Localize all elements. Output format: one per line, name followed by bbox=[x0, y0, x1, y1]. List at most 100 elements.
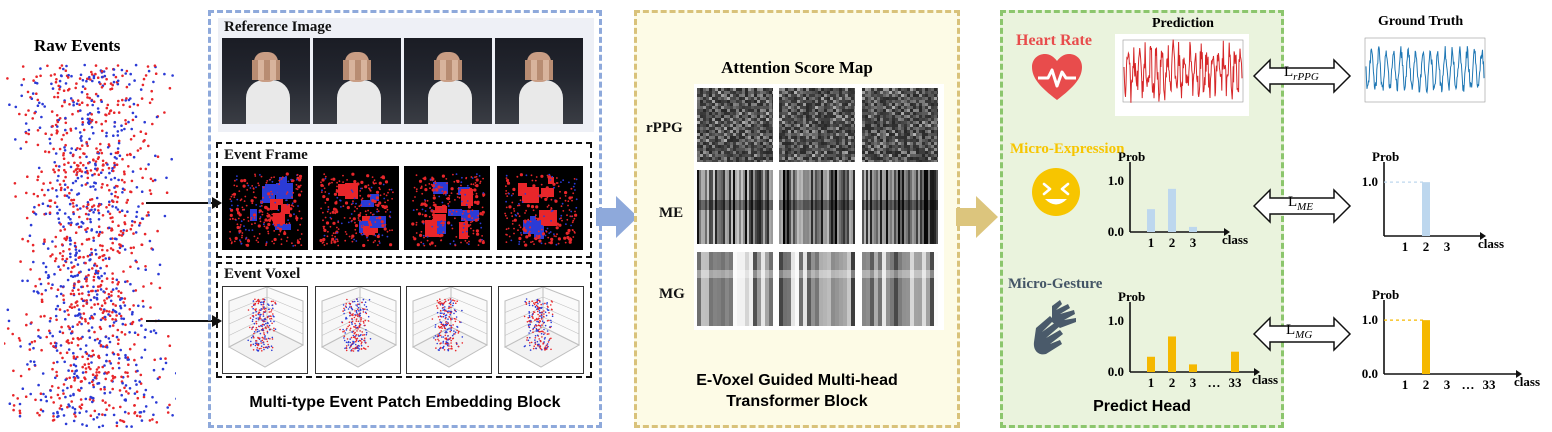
micro-gesture-label: Micro-Gesture bbox=[1008, 276, 1103, 292]
y-tick-label: 0.0 bbox=[1108, 224, 1124, 239]
y-axis-label: Prob bbox=[1372, 288, 1399, 302]
x-axis-arrowhead bbox=[1254, 368, 1260, 376]
raw-event-cloud bbox=[4, 63, 176, 429]
y-tick-label: 1.0 bbox=[1108, 313, 1124, 328]
me-loss-symbol: L bbox=[1288, 194, 1298, 210]
event-voxel-panel bbox=[216, 262, 592, 378]
event-voxel-label: Event Voxel bbox=[224, 266, 301, 282]
y-tick-label: 0.0 bbox=[1108, 364, 1124, 379]
event-voxel-4 bbox=[498, 286, 584, 374]
me-loss-arrow bbox=[1252, 188, 1352, 224]
attention-map-pattern bbox=[862, 252, 938, 326]
y-tick-label: 0.0 bbox=[1362, 366, 1378, 381]
attention-map-mg-1 bbox=[697, 252, 773, 326]
attention-map-title: Attention Score Map bbox=[721, 58, 873, 77]
bar bbox=[1422, 320, 1430, 374]
micro-expression-label: Micro-Expression bbox=[1010, 141, 1125, 157]
attention-map-pattern bbox=[697, 170, 773, 244]
x-axis-arrowhead bbox=[1480, 232, 1486, 240]
event-voxel-1 bbox=[222, 286, 308, 374]
x-tick-label: 2 bbox=[1423, 239, 1430, 254]
me-loss-label: LME bbox=[1288, 194, 1313, 213]
event-voxel-plot bbox=[411, 287, 489, 368]
mg-loss-subscript: MG bbox=[1295, 329, 1313, 341]
rppg-loss-label: LrPPG bbox=[1284, 64, 1319, 83]
x-tick-label: 33 bbox=[1229, 375, 1243, 390]
x-tick-label: 2 bbox=[1169, 375, 1176, 390]
ground-truth-label: Ground Truth bbox=[1378, 14, 1464, 29]
bar bbox=[1422, 182, 1430, 236]
heart-icon bbox=[1032, 54, 1082, 100]
event-voxel-plot bbox=[227, 287, 305, 368]
x-axis-label: class bbox=[1478, 236, 1504, 251]
ground-truth-waveform bbox=[1357, 32, 1491, 116]
x-tick-label: 3 bbox=[1190, 235, 1197, 250]
x-tick-label: … bbox=[1462, 377, 1475, 392]
reference-image-label: Reference Image bbox=[224, 19, 332, 35]
attention-map-mg-2 bbox=[779, 252, 855, 326]
attention-map-rppg-2 bbox=[779, 88, 855, 162]
row-label-mg: MG bbox=[659, 286, 685, 302]
y-tick-label: 1.0 bbox=[1362, 174, 1378, 189]
event-frame-points bbox=[411, 173, 486, 247]
attention-map-pattern bbox=[779, 88, 855, 162]
event-frame-label: Event Frame bbox=[224, 147, 308, 163]
event-frame-1 bbox=[222, 166, 308, 250]
attention-map-me-3 bbox=[862, 170, 938, 244]
event-frame-points bbox=[229, 172, 303, 247]
bar bbox=[1189, 364, 1197, 372]
reference-photo-1 bbox=[222, 38, 310, 124]
y-tick-label: 1.0 bbox=[1362, 312, 1378, 327]
event-voxel-2 bbox=[315, 286, 401, 374]
x-tick-label: 1 bbox=[1402, 377, 1409, 392]
x-tick-label: 33 bbox=[1483, 377, 1497, 392]
x-tick-label: 3 bbox=[1444, 239, 1451, 254]
attention-map-pattern bbox=[779, 252, 855, 326]
bar bbox=[1168, 336, 1176, 372]
heart-rate-label: Heart Rate bbox=[1016, 32, 1092, 49]
x-tick-label: 3 bbox=[1190, 375, 1197, 390]
y-tick-label: 1.0 bbox=[1108, 173, 1124, 188]
attention-map-me-2 bbox=[779, 170, 855, 244]
reference-photo-4 bbox=[495, 38, 583, 124]
attention-map-pattern bbox=[862, 170, 938, 244]
rppg-loss-subscript: rPPG bbox=[1293, 71, 1319, 83]
transformer-to-head-arrow bbox=[956, 196, 998, 238]
y-axis-label: Prob bbox=[1118, 150, 1145, 164]
bar bbox=[1168, 188, 1176, 232]
attention-map-rppg-3 bbox=[862, 88, 938, 162]
y-axis-label: Prob bbox=[1118, 290, 1145, 304]
x-tick-label: … bbox=[1208, 375, 1221, 390]
mg-loss-symbol: L bbox=[1286, 322, 1296, 338]
x-axis-arrowhead bbox=[1516, 370, 1522, 378]
event-frame-2 bbox=[313, 166, 399, 250]
embedding-to-transformer-arrow bbox=[596, 196, 638, 238]
x-tick-label: 1 bbox=[1148, 375, 1155, 390]
x-tick-label: 1 bbox=[1148, 235, 1155, 250]
transformer-block-title-line1: E-Voxel Guided Multi-head bbox=[696, 372, 898, 389]
mg-loss-arrow bbox=[1252, 316, 1352, 352]
attention-map-mg-3 bbox=[862, 252, 938, 326]
attention-map-rppg-1 bbox=[697, 88, 773, 162]
event-frame-3 bbox=[404, 166, 490, 250]
embedding-block-title: Multi-type Event Patch Embedding Block bbox=[249, 394, 561, 411]
attention-map-pattern bbox=[862, 88, 938, 162]
x-axis-arrowhead bbox=[1224, 228, 1230, 236]
attention-map-me-1 bbox=[697, 170, 773, 244]
x-axis-label: class bbox=[1252, 372, 1278, 387]
attention-map-pattern bbox=[697, 88, 773, 162]
attention-map-pattern bbox=[779, 170, 855, 244]
sign-language-hands-icon bbox=[1033, 300, 1076, 355]
raw-events-title: Raw Events bbox=[34, 36, 121, 55]
row-label-me: ME bbox=[659, 205, 684, 221]
event-voxel-3 bbox=[406, 286, 492, 374]
transformer-block-title-line2: Transformer Block bbox=[726, 393, 868, 410]
event-frame-points bbox=[504, 173, 578, 247]
smiley-icon bbox=[1032, 168, 1080, 216]
row-label-rppg: rPPG bbox=[646, 120, 683, 136]
y-axis-label: Prob bbox=[1372, 150, 1399, 164]
x-axis-label: class bbox=[1514, 374, 1540, 389]
